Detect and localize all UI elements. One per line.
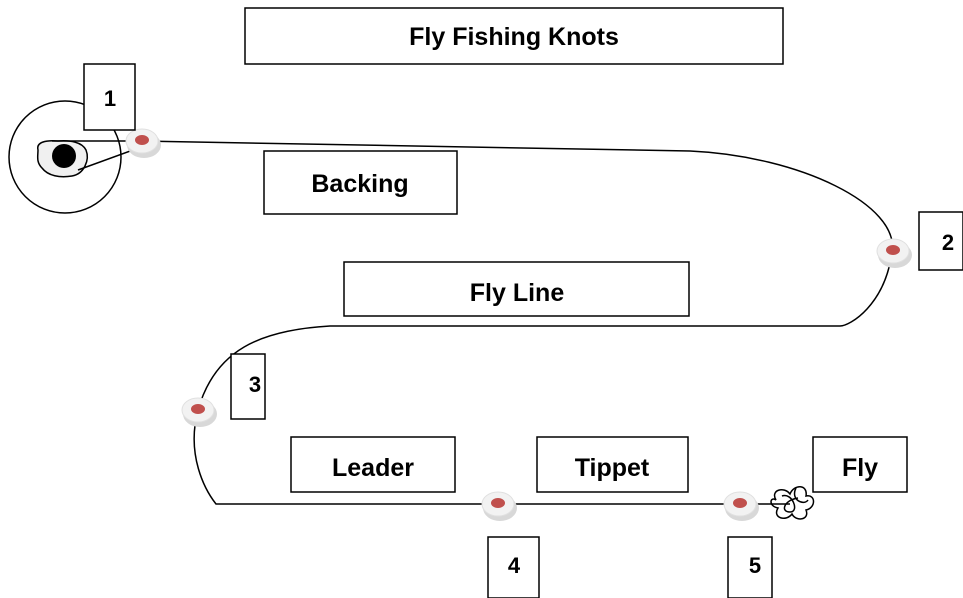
fly-icon bbox=[770, 486, 815, 520]
leader-label: Leader bbox=[332, 454, 414, 482]
knot-number-2-box: 2 bbox=[918, 211, 963, 271]
fly-box: Fly bbox=[812, 436, 908, 493]
backing-box: Backing bbox=[263, 150, 458, 215]
knot-number-4-box: 4 bbox=[487, 536, 540, 598]
knot-number-5: 5 bbox=[749, 553, 761, 578]
tippet-box: Tippet bbox=[536, 436, 689, 493]
knot-marker-1 bbox=[125, 128, 161, 158]
fishing-line bbox=[139, 140, 894, 505]
fly-line-box: Fly Line bbox=[343, 261, 690, 317]
reel-line-bottom bbox=[77, 149, 134, 171]
fly-label: Fly bbox=[842, 454, 878, 482]
diagram-title: Fly Fishing Knots bbox=[409, 23, 619, 51]
knot-number-1-box: 1 bbox=[83, 63, 136, 131]
knot-marker-3 bbox=[181, 397, 217, 427]
knot-number-5-box: 5 bbox=[727, 536, 773, 598]
fly-line-label: Fly Line bbox=[470, 279, 565, 307]
knot-number-2: 2 bbox=[942, 230, 954, 255]
backing-label: Backing bbox=[311, 170, 408, 198]
leader-box: Leader bbox=[290, 436, 456, 493]
knot-number-1: 1 bbox=[104, 86, 116, 111]
title-box: Fly Fishing Knots bbox=[244, 7, 784, 65]
knot-number-4: 4 bbox=[508, 553, 521, 578]
knot-number-3-box: 3 bbox=[230, 353, 266, 420]
knot-marker-2 bbox=[876, 238, 912, 268]
reel-hub bbox=[52, 144, 76, 168]
tippet-label: Tippet bbox=[575, 454, 650, 482]
knot-marker-4 bbox=[481, 491, 517, 521]
knot-number-3: 3 bbox=[249, 372, 261, 397]
knot-marker-5 bbox=[723, 491, 759, 521]
